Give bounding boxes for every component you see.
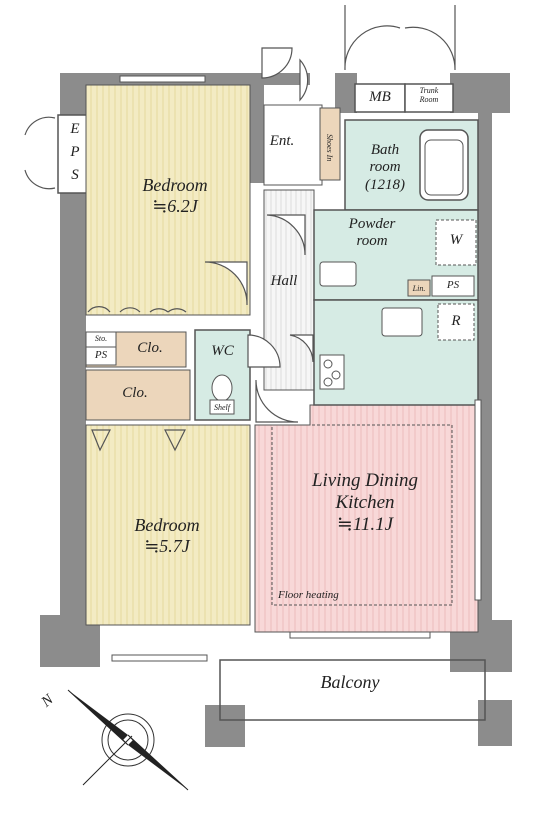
eps-label: E P S <box>62 118 88 187</box>
eps-letter-s: S <box>71 167 79 183</box>
windows <box>111 75 482 662</box>
shelf-label: Shelf <box>214 403 230 412</box>
floor-heating-zone <box>271 424 453 606</box>
ps-box-bedroom <box>85 346 117 366</box>
bedroom-1-name: Bedroom <box>142 175 208 195</box>
balcony-outline <box>219 659 486 721</box>
linen-label: Lin. <box>412 284 426 293</box>
powder-label: Powder room <box>332 216 412 251</box>
ps-powder-label: PS <box>446 279 460 291</box>
shelf-box <box>209 399 235 415</box>
trunk-room-line2: Room <box>419 95 439 105</box>
ps-box-powder <box>431 275 475 297</box>
toilet <box>211 374 233 402</box>
wc-label: WC <box>211 343 234 359</box>
floor-heating-label: Floor heating <box>278 589 339 601</box>
storage-label: Sto. <box>94 334 108 343</box>
ps-bedroom-label: PS <box>94 349 108 361</box>
compass-rose <box>67 689 189 791</box>
refrigerator-label: R <box>451 313 461 329</box>
powder-name-line2: room <box>356 233 388 250</box>
bedroom-1-label: Bedroom ≒6.2J <box>120 175 230 216</box>
bath-name-line1: Bath <box>370 142 400 158</box>
entrance-label: Ent. <box>269 133 295 149</box>
washer-space <box>435 219 477 266</box>
eps-letter-p: P <box>70 144 80 160</box>
bedroom-1-area <box>85 84 251 316</box>
shoes-in-label: Shoes In <box>325 134 335 162</box>
shoe-closet <box>319 107 341 181</box>
closet-lower-area <box>85 369 191 421</box>
ldk-name-line2: Kitchen <box>335 491 395 513</box>
bedroom-2-size: ≒5.7J <box>144 535 190 556</box>
closet-upper-label: Clo. <box>137 340 163 356</box>
ldk-name-line1: Living Dining <box>311 470 419 491</box>
ldk-size: ≒11.1J <box>336 513 394 535</box>
balcony-label: Balcony <box>320 672 380 692</box>
bath-label: Bath room (1218) <box>355 142 415 194</box>
bathtub-inner <box>424 139 464 196</box>
hall-label: Hall <box>270 273 298 289</box>
closet-lower-label: Clo. <box>122 385 148 401</box>
entrance-area <box>263 104 323 186</box>
powder-sink <box>319 261 357 287</box>
bedroom-2-label: Bedroom ≒5.7J <box>112 515 222 556</box>
ldk-label: Living Dining Kitchen ≒11.1J <box>280 470 450 536</box>
mb-label: MB <box>369 89 391 105</box>
trunk-room-box <box>404 83 454 113</box>
bathtub <box>419 129 469 201</box>
trunk-room-line1: Trunk <box>419 86 439 95</box>
bath-size: (1218) <box>365 176 405 193</box>
powder-name-line1: Powder <box>348 216 396 232</box>
linen-box <box>407 279 431 297</box>
bedroom-2-area <box>85 424 251 626</box>
refrigerator-space <box>437 303 475 341</box>
bedroom-2-name: Bedroom <box>134 515 200 535</box>
doors <box>24 5 456 452</box>
trunk-room-label: Trunk Room <box>405 86 453 104</box>
bedroom-1-size: ≒6.2J <box>152 195 198 216</box>
bath-name-line2: room <box>369 159 401 176</box>
washer-label: W <box>449 232 463 248</box>
kitchen-sink <box>381 307 423 337</box>
eps-letter-e: E <box>70 121 80 137</box>
